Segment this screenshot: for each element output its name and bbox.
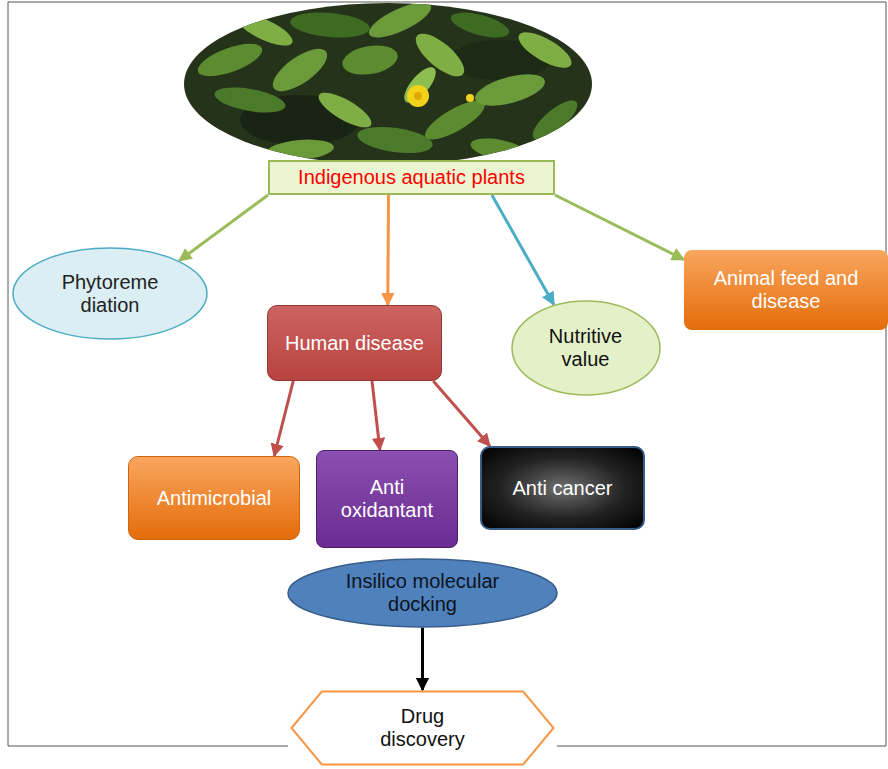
node-text: Antimicrobial — [157, 487, 271, 510]
leaf — [472, 68, 548, 112]
ellipse-shape — [288, 559, 557, 627]
figure-frame — [8, 2, 886, 746]
activity-box: Anti oxidantant — [316, 450, 458, 548]
arrow-connector — [274, 381, 293, 456]
ellipse-shape — [512, 301, 660, 395]
leaf — [527, 94, 583, 145]
node-text: Animal feed and disease — [696, 267, 876, 313]
node-text: Nutritive value — [536, 325, 636, 371]
arrow-connector — [421, 628, 424, 691]
use-ellipse: Nutritive value — [511, 300, 661, 396]
arrow-connector — [433, 381, 490, 446]
arrow-connector — [179, 195, 268, 261]
hexagon-shape — [292, 692, 554, 765]
arrow-connector — [555, 195, 684, 260]
flower-center — [414, 92, 422, 100]
leaf — [314, 86, 376, 133]
use-box: Animal feed and disease — [684, 250, 888, 330]
flower-petal — [407, 85, 429, 107]
node-text: Anti oxidantant — [327, 476, 447, 522]
arrow-connector — [372, 381, 380, 450]
leaf — [448, 8, 511, 43]
use-ellipse: Phytoreme diation — [12, 247, 208, 340]
leaf — [289, 10, 371, 41]
arrow-connector — [386, 195, 390, 305]
leaf — [399, 62, 441, 107]
leaf — [356, 123, 435, 157]
process-box: Human disease — [267, 305, 442, 381]
node-text: Phytoreme diation — [50, 271, 170, 317]
activity-box: Anti cancer — [480, 446, 645, 530]
node-text: Indigenous aquatic plants — [298, 166, 525, 189]
outcome-hexagon: Drug discovery — [290, 690, 555, 766]
method-ellipse: Insilico molecular docking — [287, 558, 558, 628]
arrow-connector — [492, 195, 554, 304]
aquatic-plant-photo — [180, 0, 600, 170]
leaf — [234, 8, 297, 51]
node-text: Human disease — [285, 332, 424, 355]
node-text: Insilico molecular docking — [330, 570, 515, 616]
activity-box: Antimicrobial — [128, 456, 300, 540]
source-box: Indigenous aquatic plants — [268, 160, 555, 195]
ellipse-shape — [13, 248, 207, 339]
flower-bud — [466, 94, 474, 102]
leaf — [266, 41, 333, 99]
leaf — [340, 41, 400, 78]
node-text: Drug discovery — [363, 705, 483, 751]
leaf — [194, 37, 266, 83]
node-text: Anti cancer — [512, 477, 612, 500]
leaf — [514, 25, 577, 74]
